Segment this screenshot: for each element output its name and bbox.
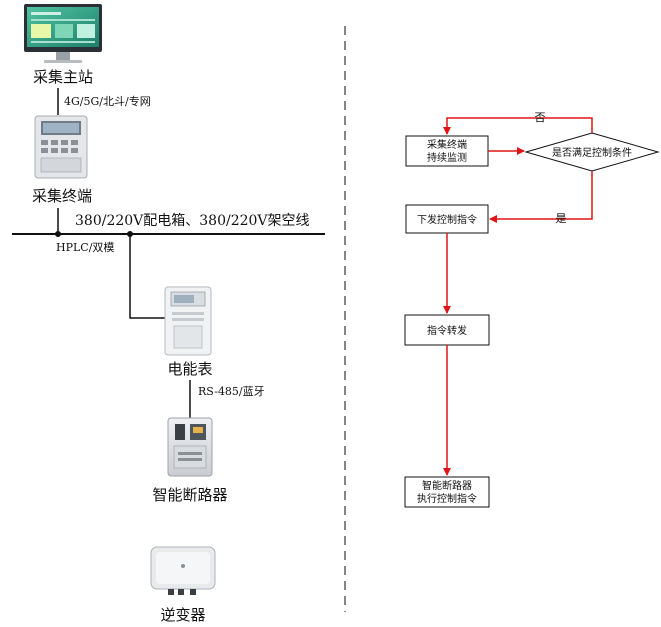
master-station-monitor-icon [24,4,102,63]
flow-execute-box [404,476,490,508]
flow-no-label: 否 [535,111,546,124]
flow-execute-line1: 智能断路器 [422,479,472,492]
power-bus-label: 380/220V配电箱、380/220V架空线 [75,213,310,229]
master-station-label: 采集主站 [33,68,93,86]
flow-arrow-yes [489,171,593,223]
inverter-label: 逆变器 [160,606,205,624]
meter-breaker-link-label: RS-485/蓝牙 [198,385,265,398]
flow-decision-label: 是否满足控制条件 [552,146,632,159]
electric-meter-icon [164,286,212,356]
smart-breaker-icon [167,417,213,477]
bus-node-terminal [55,231,61,237]
flow-arrow-no-loop [443,117,593,135]
flow-yes-label: 是 [556,212,567,225]
bus-meter-link [129,234,165,319]
flow-monitor-line1: 采集终端 [427,138,467,151]
inverter-icon [150,546,216,595]
flow-forward-label: 指令转发 [427,324,467,337]
flow-issue-label: 下发控制指令 [417,213,477,226]
collection-terminal-icon [34,115,88,179]
hplc-link-label: HPLC/双模 [56,241,114,254]
flow-execute-line2: 执行控制指令 [417,492,477,505]
flow-monitor-line2: 持续监测 [427,151,467,164]
collection-terminal-label: 采集终端 [32,187,92,205]
electric-meter-label: 电能表 [167,360,212,378]
smart-breaker-label: 智能断路器 [152,486,227,504]
flow-forward-box [404,314,490,346]
flow-issue-box [405,204,489,234]
master-terminal-link-label: 4G/5G/北斗/专网 [64,94,151,108]
